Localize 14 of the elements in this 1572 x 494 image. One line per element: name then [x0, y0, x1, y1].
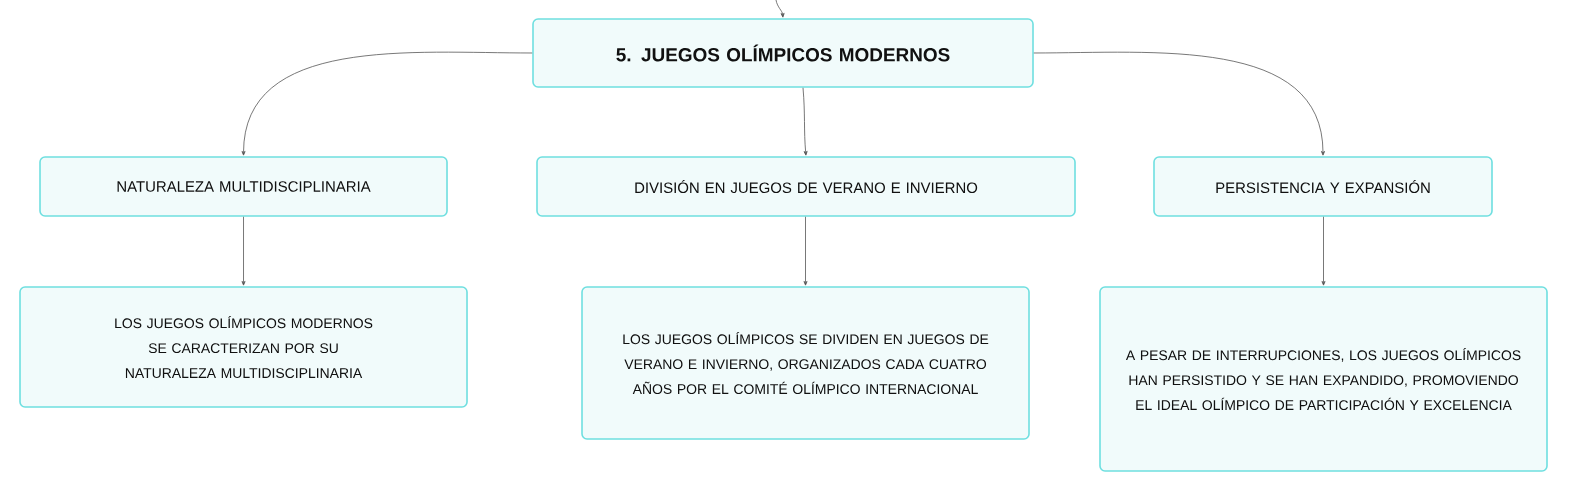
arrow — [1321, 216, 1326, 286]
arrow — [775, 0, 785, 18]
title-box: 5. JUEGOS OLÍMPICOS MODERNOS — [532, 18, 1034, 88]
arrow — [1033, 51, 1325, 156]
description-box: LOS JUEGOS OLÍMPICOS MODERNOS SE CARACTERIZAN POR SU NATURALEZA MULTIDISCIPLINARIA — [19, 286, 468, 408]
topic-box: NATURALEZA MULTIDISCIPLINARIA — [39, 156, 448, 217]
arrow — [241, 51, 533, 156]
description-box: LOS JUEGOS OLÍMPICOS SE DIVIDEN EN JUEGOS DE VERANO E INVIERNO, ORGANIZADOS CADA CUATRO AÑOS POR EL COMITÉ OLÍMPICO INTERNACIONAL — [581, 286, 1030, 440]
topic-box: DIVISIÓN EN JUEGOS DE VERANO E INVIERNO — [536, 156, 1076, 217]
topic-box: PERSISTENCIA Y EXPANSIÓN — [1153, 156, 1493, 217]
arrow — [802, 87, 808, 156]
description-box: A PESAR DE INTERRUPCIONES, LOS JUEGOS OLÍMPICOS HAN PERSISTIDO Y SE HAN EXPANDIDO, PROMOVIENDO EL IDEAL OLÍMPICO DE PARTICIPACIÓN Y EXCELENCIA — [1099, 286, 1548, 472]
arrow — [241, 216, 246, 286]
arrow — [803, 216, 808, 286]
